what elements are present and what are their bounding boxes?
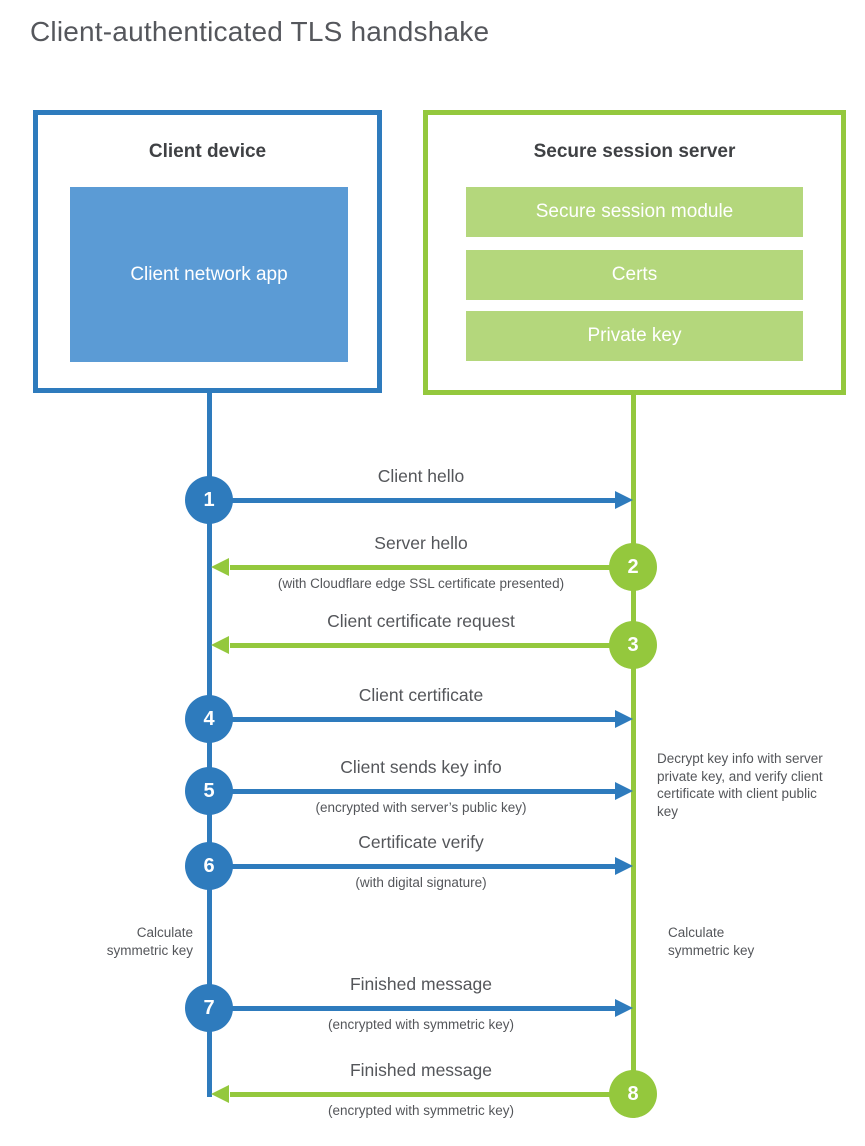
- step-3-label: Client certificate request: [327, 611, 515, 631]
- step-2-label: Server hello: [374, 533, 468, 553]
- step-6-arrow: [231, 863, 615, 869]
- client-network-app-label: Client network app: [130, 263, 288, 285]
- client-lifeline: [206, 390, 212, 1097]
- decrypt-key-annotation: Decrypt key info with server private key…: [657, 751, 823, 819]
- calculate-symmetric-key-client: Calculate symmetric key: [106, 925, 193, 958]
- step-5-label: Client sends key info: [340, 757, 502, 777]
- client-device-title: Client device: [148, 141, 267, 162]
- client-device-box: Client device Client network app: [33, 110, 382, 393]
- step-6-number: 6: [203, 854, 215, 877]
- step-4-arrow: [231, 716, 615, 722]
- secure-session-server-title: Secure session server: [533, 141, 736, 162]
- step-1-label: Client hello: [377, 466, 465, 486]
- step-3-marker: 3: [609, 621, 657, 669]
- step-4-label: Client certificate: [358, 685, 484, 705]
- step-6-marker: 6: [185, 842, 233, 890]
- step-1-marker: 1: [185, 476, 233, 524]
- step-7-label: Finished message: [349, 974, 493, 994]
- step-5-note: (encrypted with server’s public key): [315, 800, 527, 815]
- step-8-note: (encrypted with symmetric key): [327, 1103, 515, 1118]
- step-7-number: 7: [203, 996, 215, 1019]
- step-8-label: Finished message: [349, 1060, 493, 1080]
- step-1-arrow: [231, 497, 615, 503]
- step-2-note: (with Cloudflare edge SSL certificate pr…: [277, 576, 565, 591]
- server-lifeline: [630, 392, 636, 1094]
- step-7-marker: 7: [185, 984, 233, 1032]
- server-module-certs: Certs: [466, 250, 803, 300]
- step-6-label: Certificate verify: [358, 832, 484, 852]
- step-2-number: 2: [627, 555, 639, 578]
- page-title: Client-authenticated TLS handshake: [30, 16, 490, 47]
- step-2-arrow: [230, 564, 611, 570]
- step-8-number: 8: [627, 1082, 639, 1105]
- secure-session-server-box: Secure session server Secure session mod…: [423, 110, 846, 395]
- step-1-arrowhead-icon: [615, 490, 633, 509]
- step-8-arrow: [230, 1091, 611, 1097]
- step-2-arrowhead-icon: [211, 557, 229, 576]
- step-6-arrowhead-icon: [615, 856, 633, 875]
- step-8-arrowhead-icon: [211, 1084, 229, 1103]
- step-8-marker: 8: [609, 1070, 657, 1118]
- step-3-number: 3: [627, 633, 639, 656]
- step-4-arrowhead-icon: [615, 709, 633, 728]
- step-4-number: 4: [203, 707, 215, 730]
- step-5-arrowhead-icon: [615, 781, 633, 800]
- step-3-arrowhead-icon: [211, 635, 229, 654]
- step-5-number: 5: [203, 779, 215, 802]
- step-7-arrowhead-icon: [615, 998, 633, 1017]
- client-network-app-block: Client network app: [70, 187, 348, 362]
- server-module-secure-session: Secure session module: [466, 187, 803, 237]
- server-module-private-key: Private key: [466, 311, 803, 361]
- step-1-number: 1: [203, 488, 215, 511]
- step-7-arrow: [231, 1005, 615, 1011]
- calculate-symmetric-key-server: Calculate symmetric key: [668, 925, 755, 958]
- step-5-arrow: [231, 788, 615, 794]
- step-7-note: (encrypted with symmetric key): [327, 1017, 515, 1032]
- step-2-marker: 2: [609, 543, 657, 591]
- step-6-note: (with digital signature): [355, 875, 487, 890]
- step-3-arrow: [230, 642, 611, 648]
- step-5-marker: 5: [185, 767, 233, 815]
- step-4-marker: 4: [185, 695, 233, 743]
